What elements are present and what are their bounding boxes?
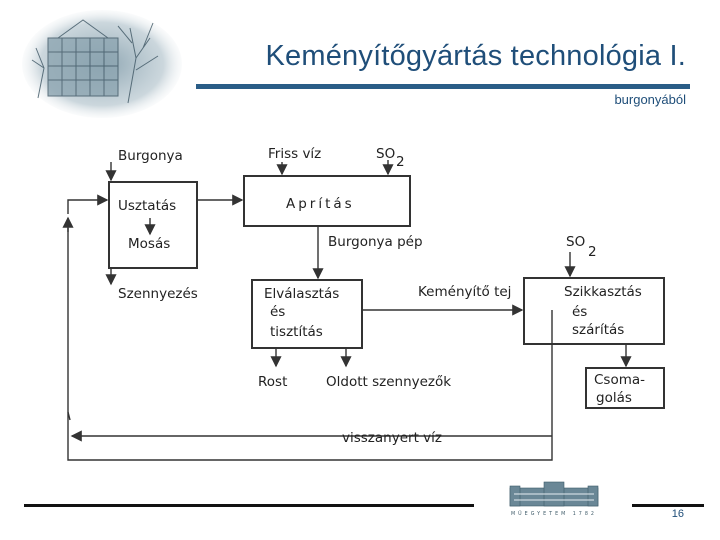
muegyetem-footer-logo: MŰEGYETEM 1782 (509, 481, 599, 517)
recycle-to-mosas (67, 411, 71, 421)
label-szikkasztas-2: és (572, 304, 587, 320)
aprites-box (243, 175, 411, 227)
slide-title: Keményítőgyártás technológia I. (265, 40, 686, 72)
footer-logo-text: MŰEGYETEM 1782 (511, 510, 597, 517)
label-so2-top: SO (376, 146, 395, 162)
label-oldott: Oldott szennyezők (326, 374, 451, 390)
label-so2-top-sub: 2 (396, 154, 405, 170)
label-so2-right-sub: 2 (588, 244, 597, 260)
label-usztatas: Usztatás (118, 198, 176, 214)
recycle-to-usztatas (67, 194, 109, 214)
label-elvalasztas-1: Elválasztás (264, 286, 339, 302)
label-friss-viz: Friss víz (268, 146, 321, 162)
label-burgonya-pep: Burgonya pép (328, 234, 423, 250)
label-csomagolas-1: Csoma- (594, 372, 645, 388)
slide-subtitle: burgonyából (614, 92, 686, 107)
label-so2-right: SO (566, 234, 585, 250)
label-visszanyert-viz: visszanyert víz (342, 430, 442, 446)
elvalasztas-box (251, 279, 363, 349)
label-elvalasztas-2: és (270, 304, 285, 320)
label-elvalasztas-3: tisztítás (270, 324, 323, 340)
footer-rule-left (24, 504, 474, 507)
page-number: 16 (671, 508, 684, 520)
university-building-logo (22, 10, 182, 118)
szikkasztas-box (523, 277, 665, 345)
csomagolas-box (585, 367, 665, 409)
label-mosas: Mosás (128, 236, 170, 252)
water-recycle-loop (67, 228, 553, 461)
footer-rule-right (632, 504, 704, 507)
usztatas-mosas-box (108, 181, 198, 269)
label-csomagolas-2: golás (596, 390, 632, 406)
label-szikkasztas-3: szárítás (572, 322, 624, 338)
label-aprites: Aprítás (286, 196, 355, 212)
label-kemenyito-tej: Keményítő tej (418, 284, 511, 300)
label-rost: Rost (258, 374, 287, 390)
label-szennyezes: Szennyezés (118, 286, 198, 302)
label-burgonya: Burgonya (118, 148, 183, 164)
label-szikkasztas-1: Szikkasztás (564, 284, 642, 300)
title-underline (196, 84, 690, 89)
